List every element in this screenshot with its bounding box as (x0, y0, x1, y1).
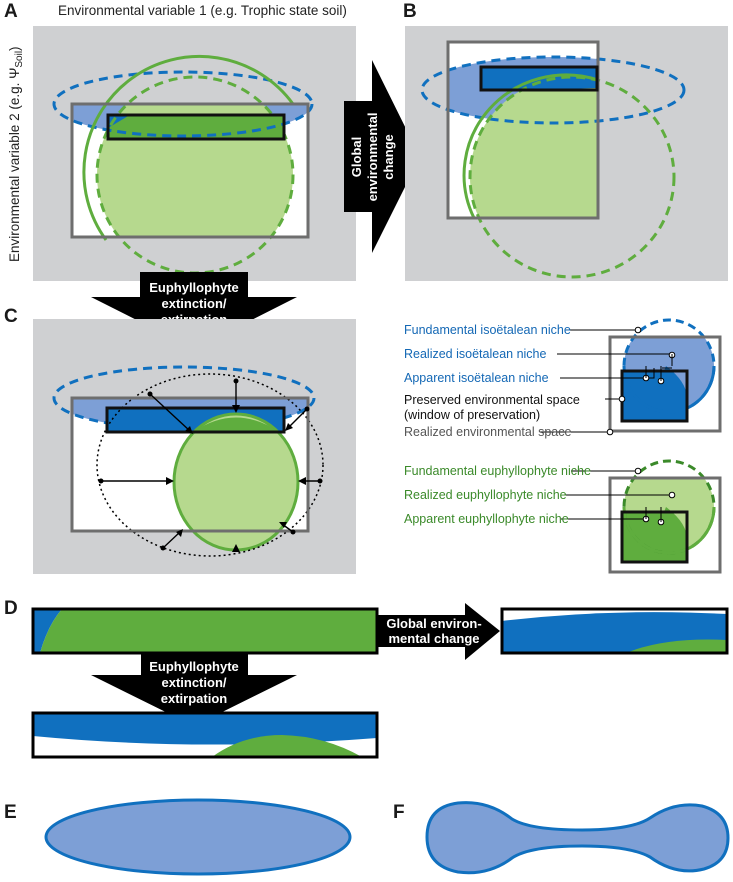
extinction-arrow-shape (91, 272, 297, 349)
legend-leaders-euphyllophyte (561, 467, 676, 526)
legend-leaders-isoetalean (540, 326, 676, 436)
extinction-line-2: extinction/ (161, 296, 226, 311)
legend-apparent-euphyllophyte-fill (622, 507, 688, 562)
niche-shape-e (44, 798, 352, 876)
global-change-d-line-1: Global environ- (386, 616, 481, 631)
preserved-env-space-b (479, 65, 599, 92)
global-change-line-1: Global (349, 137, 364, 177)
global-change-d-line-2: mental change (388, 631, 479, 646)
legend-realized-euphyllophyte-edge (622, 506, 716, 555)
legend-realized-isoetalean-edge (622, 365, 716, 414)
apparent-euphyllophyte-niche-c (193, 417, 279, 432)
realized-euphyllophyte-niche-b (470, 77, 598, 218)
panel-e-label: E (4, 802, 17, 823)
niche-shape-f (425, 801, 730, 875)
extinction-d-line-1: Euphyllophyte (149, 659, 239, 674)
legend-realized-env-space-box (608, 335, 722, 433)
legend-realized-euphyllophyte-label: Realized euphyllophyte niche (404, 488, 567, 502)
window-d1-isoetalean (33, 609, 62, 653)
former-euphyllophyte-niche-c (96, 373, 324, 557)
panel-e: E (4, 798, 352, 876)
legend-realized-env-space-box-2 (608, 476, 722, 574)
niche-shrink-arrows (98, 378, 323, 552)
y-axis-label: Environmental variable 2 (e.g. ΨSoil) (7, 46, 25, 262)
global-change-arrow: Global environmental change (344, 60, 420, 253)
global-change-arrow-d (377, 603, 500, 660)
legend-preserved-space-label-1: Preserved environmental space (404, 393, 580, 407)
panel-a-label: A (4, 1, 18, 22)
legend-apparent-isoetalean-fill (622, 366, 688, 421)
extinction-d-line-3: extirpation (161, 691, 228, 706)
x-axis-label: Environmental variable 1 (e.g. Trophic s… (58, 3, 347, 18)
extinction-line-1: Euphyllophyte (149, 280, 239, 295)
global-change-line-2: environmental (365, 113, 380, 202)
window-d2-euphyllophyte (626, 639, 727, 653)
global-change-line-3: change (381, 134, 396, 180)
fundamental-euphyllophyte-niche-b (468, 75, 676, 279)
panel-d-label: D (4, 598, 18, 619)
panel-f-label: F (393, 802, 405, 823)
legend-preserved-space-box-2 (620, 510, 689, 564)
window-d3 (31, 711, 379, 759)
realized-env-space-b (446, 40, 600, 220)
preserved-env-space-c (105, 406, 286, 434)
preserved-env-space-a (106, 113, 286, 141)
realized-env-space-a (70, 102, 310, 239)
global-change-arrow-shape (344, 60, 420, 253)
fundamental-isoetalean-niche-c (52, 365, 316, 431)
extinction-arrow-d (91, 653, 297, 726)
window-d3-euphyllophyte (212, 735, 362, 757)
panel-d: D Global environ- mental change Euphyllo… (4, 598, 729, 759)
extinction-d-line-2: extinction/ (161, 675, 226, 690)
legend-apparent-isoetalean-label: Apparent isoëtalean niche (404, 371, 549, 385)
legend-realized-isoetalean-label: Realized isoëtalean niche (404, 347, 547, 361)
realized-euphyllophyte-edge-a (82, 54, 295, 241)
legend-apparent-euphyllophyte-label: Apparent euphyllophyte niche (404, 512, 569, 526)
panel-b-label: B (403, 1, 417, 22)
fundamental-isoetalean-niche-b (420, 55, 686, 125)
realized-env-space-c (70, 396, 310, 533)
fundamental-isoetalean-niche-a (52, 70, 314, 138)
window-d3-isoetalean (33, 713, 377, 745)
legend-fundamental-euphyllophyte-label: Fundamental euphyllophyte niche (404, 464, 591, 478)
panel-a: A Environmental variable 1 (e.g. Trophic… (4, 1, 356, 281)
legend-fundamental-isoetalean-label: Fundamental isoëtalean niche (404, 323, 571, 337)
panel-c: C (4, 306, 356, 574)
legend-preserved-space-label-2: (window of preservation) (404, 408, 540, 422)
panel-b: B (403, 1, 728, 281)
legend: Fundamental isoëtalean niche Realized is… (404, 318, 722, 574)
realized-euphyllophyte-edge-b (462, 73, 599, 219)
window-d1-euphyllophyte (40, 609, 377, 653)
panel-f: F (393, 801, 730, 875)
panel-c-label: C (4, 306, 18, 327)
legend-realized-env-space-label: Realized environmental space (404, 425, 572, 439)
window-d2 (500, 607, 729, 655)
